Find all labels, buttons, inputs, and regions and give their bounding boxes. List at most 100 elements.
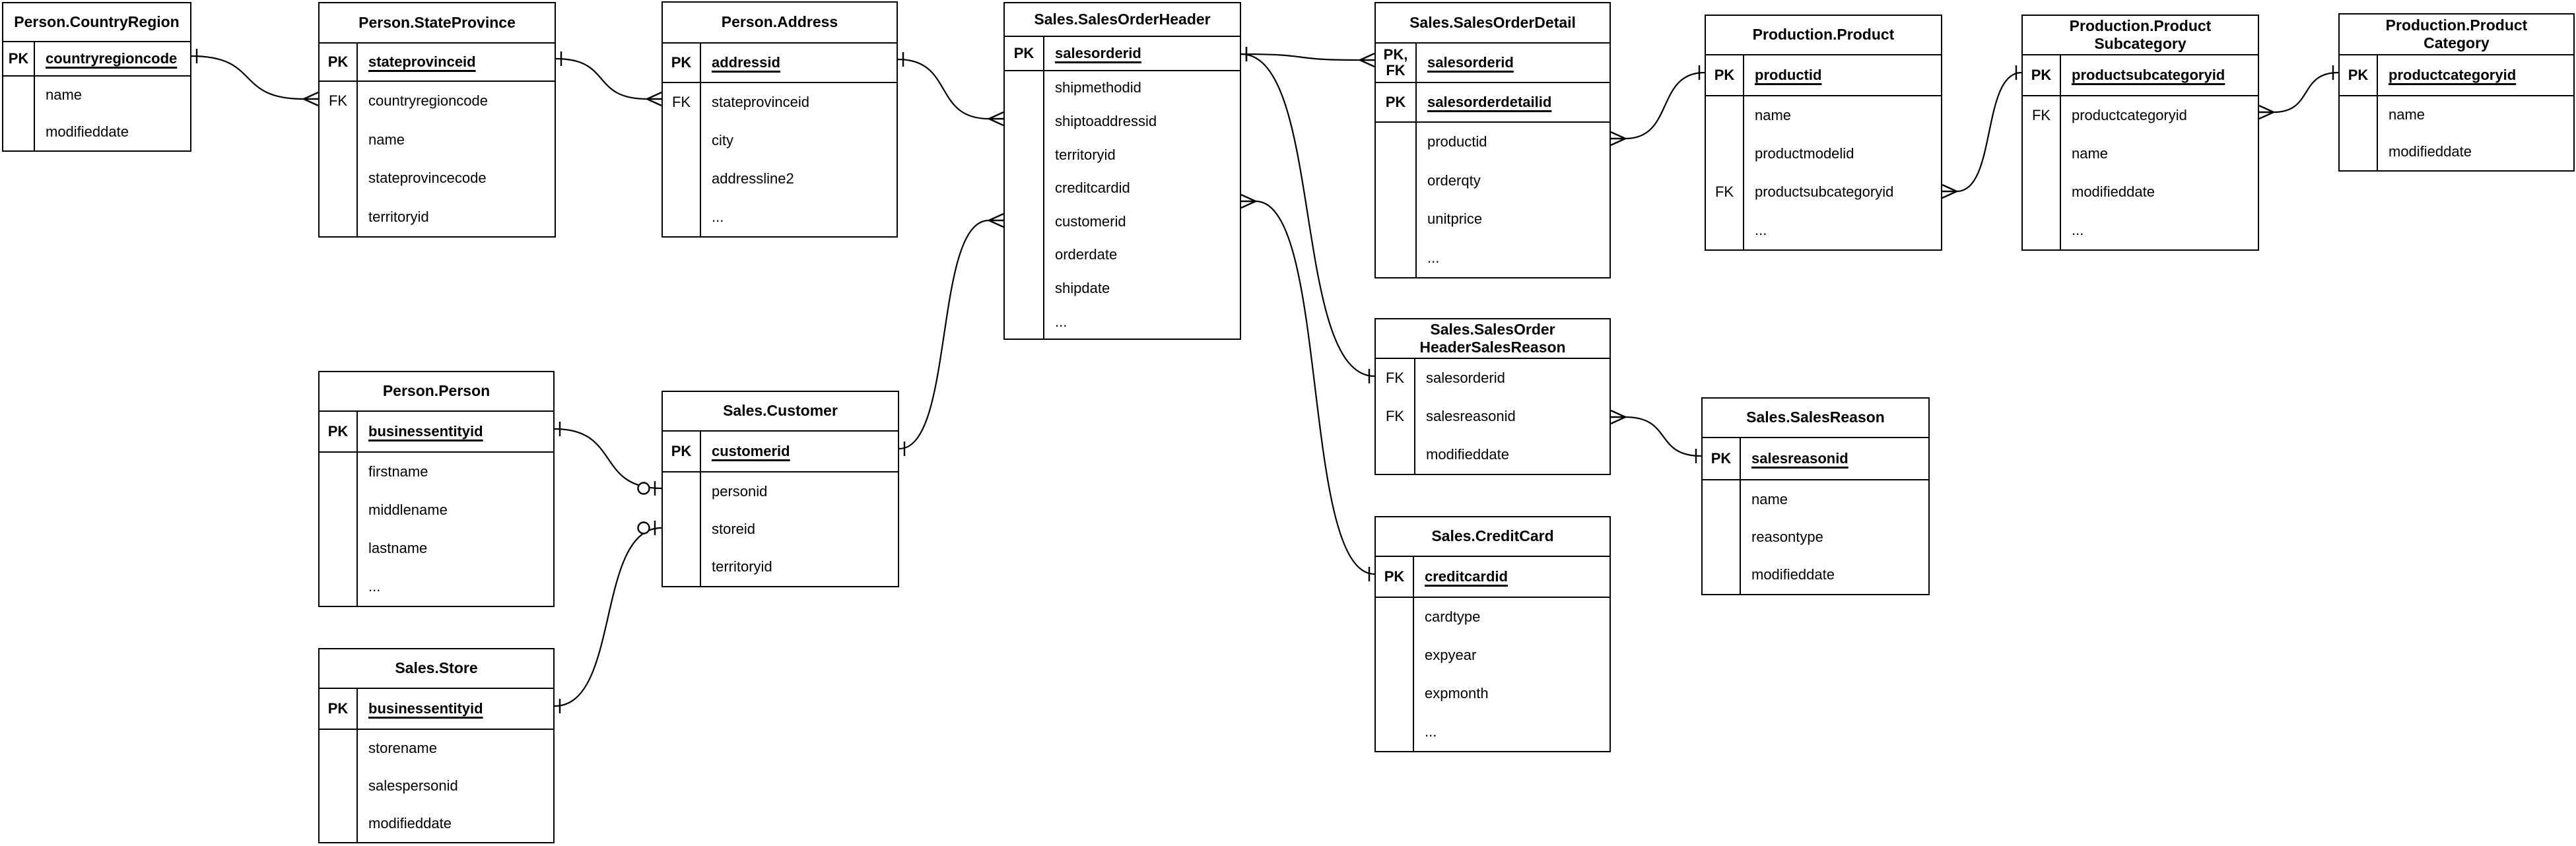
key-badge-empty bbox=[2023, 173, 2061, 211]
key-badge: PK bbox=[663, 44, 701, 82]
table-title: Sales.Customer bbox=[663, 392, 898, 432]
table-row: productmodelid bbox=[1706, 135, 1941, 173]
key-badge: PK bbox=[2023, 55, 2061, 95]
key-badge-empty bbox=[663, 548, 701, 586]
key-badge-empty bbox=[1706, 96, 1744, 135]
column-name: unitprice bbox=[1427, 211, 1483, 228]
column-name: salesreasonid bbox=[1426, 408, 1516, 424]
table-title: Person.Address bbox=[663, 3, 897, 44]
column-name: creditcardid bbox=[1055, 179, 1130, 197]
table-row: ... bbox=[1706, 211, 1941, 249]
table-title: Production.Product bbox=[1706, 16, 1941, 55]
relationship-sales-customer-sales-salesorderheader bbox=[898, 219, 990, 450]
key-badge-empty bbox=[320, 730, 358, 767]
relationship-production-productsubcategory-production-productcategory bbox=[2273, 71, 2339, 114]
column-name: modifieddate bbox=[368, 814, 452, 831]
table-row: middlename bbox=[320, 491, 553, 529]
column-name: customerid bbox=[1055, 212, 1126, 230]
table-title: Production.Product Subcategory bbox=[2023, 16, 2258, 55]
column-name: territoryid bbox=[368, 208, 429, 225]
column-name: shipdate bbox=[1055, 280, 1110, 297]
cardinality-many-crowfoot bbox=[988, 219, 1004, 228]
key-badge-empty bbox=[2023, 135, 2061, 173]
table-row: modifieddate bbox=[2023, 173, 2258, 211]
cardinality-many-crowfoot bbox=[1942, 190, 1957, 199]
foreign-key-badge: FK bbox=[1376, 397, 1415, 436]
table-row: modifieddate bbox=[1376, 436, 1610, 474]
table-row: storeid bbox=[663, 510, 898, 548]
key-badge-empty bbox=[1376, 123, 1417, 162]
key-badge-empty bbox=[320, 453, 358, 491]
key-badge: PK bbox=[1005, 37, 1044, 70]
column-name: ... bbox=[1755, 222, 1767, 238]
column-name: orderqty bbox=[1427, 172, 1481, 189]
relationship-production-product-production-productsubcategory bbox=[1956, 71, 2022, 193]
key-badge-empty bbox=[1706, 211, 1744, 249]
table-row: FK salesreasonid bbox=[1376, 397, 1610, 436]
column-name: ... bbox=[1425, 723, 1437, 740]
cardinality-zero-circle bbox=[637, 482, 650, 495]
key-badge-empty bbox=[1005, 171, 1044, 205]
table-row: territoryid bbox=[320, 197, 555, 236]
cardinality-many-crowfoot bbox=[2258, 111, 2274, 120]
table-row: productid bbox=[1376, 123, 1610, 162]
cardinality-many-crowfoot bbox=[646, 98, 662, 107]
relationship-sales-salesorderheader-sales-salesorderheadersalesreason bbox=[1240, 53, 1375, 377]
key-badge-empty bbox=[1005, 104, 1044, 139]
key-badge-empty bbox=[1703, 480, 1741, 519]
table-title: Sales.SalesReason bbox=[1703, 399, 1928, 438]
table-row: unitprice bbox=[1376, 200, 1610, 239]
cardinality-many-crowfoot bbox=[1610, 131, 1626, 140]
table-title: Sales.Store bbox=[320, 649, 553, 689]
table-row: name bbox=[3, 77, 190, 114]
key-column-name: salesorderid bbox=[1055, 45, 1141, 61]
key-badge-empty bbox=[1706, 135, 1744, 173]
table-row: name bbox=[2340, 96, 2573, 133]
key-column-name: businessentityid bbox=[368, 423, 483, 439]
column-name: ... bbox=[2072, 222, 2084, 238]
key-badge-empty bbox=[320, 159, 358, 198]
table-title: Sales.SalesOrderDetail bbox=[1376, 3, 1610, 44]
table-row: reasontype bbox=[1703, 518, 1928, 556]
table-row: orderdate bbox=[1005, 238, 1240, 272]
table-row: city bbox=[663, 121, 897, 160]
column-name: middlename bbox=[368, 502, 448, 518]
table-row: shiptoaddressid bbox=[1005, 104, 1240, 139]
cardinality-zero-circle bbox=[637, 521, 650, 535]
key-column-name: productcategoryid bbox=[2389, 67, 2517, 83]
key-badge: PK bbox=[1376, 83, 1417, 121]
key-badge-empty bbox=[3, 77, 35, 114]
table-row: shipdate bbox=[1005, 271, 1240, 306]
column-name: storeid bbox=[712, 520, 756, 537]
key-column-name: businessentityid bbox=[368, 700, 483, 717]
table-row: addressline2 bbox=[663, 160, 897, 198]
cardinality-many-crowfoot bbox=[646, 91, 662, 100]
table-title: Person.Person bbox=[320, 372, 553, 412]
